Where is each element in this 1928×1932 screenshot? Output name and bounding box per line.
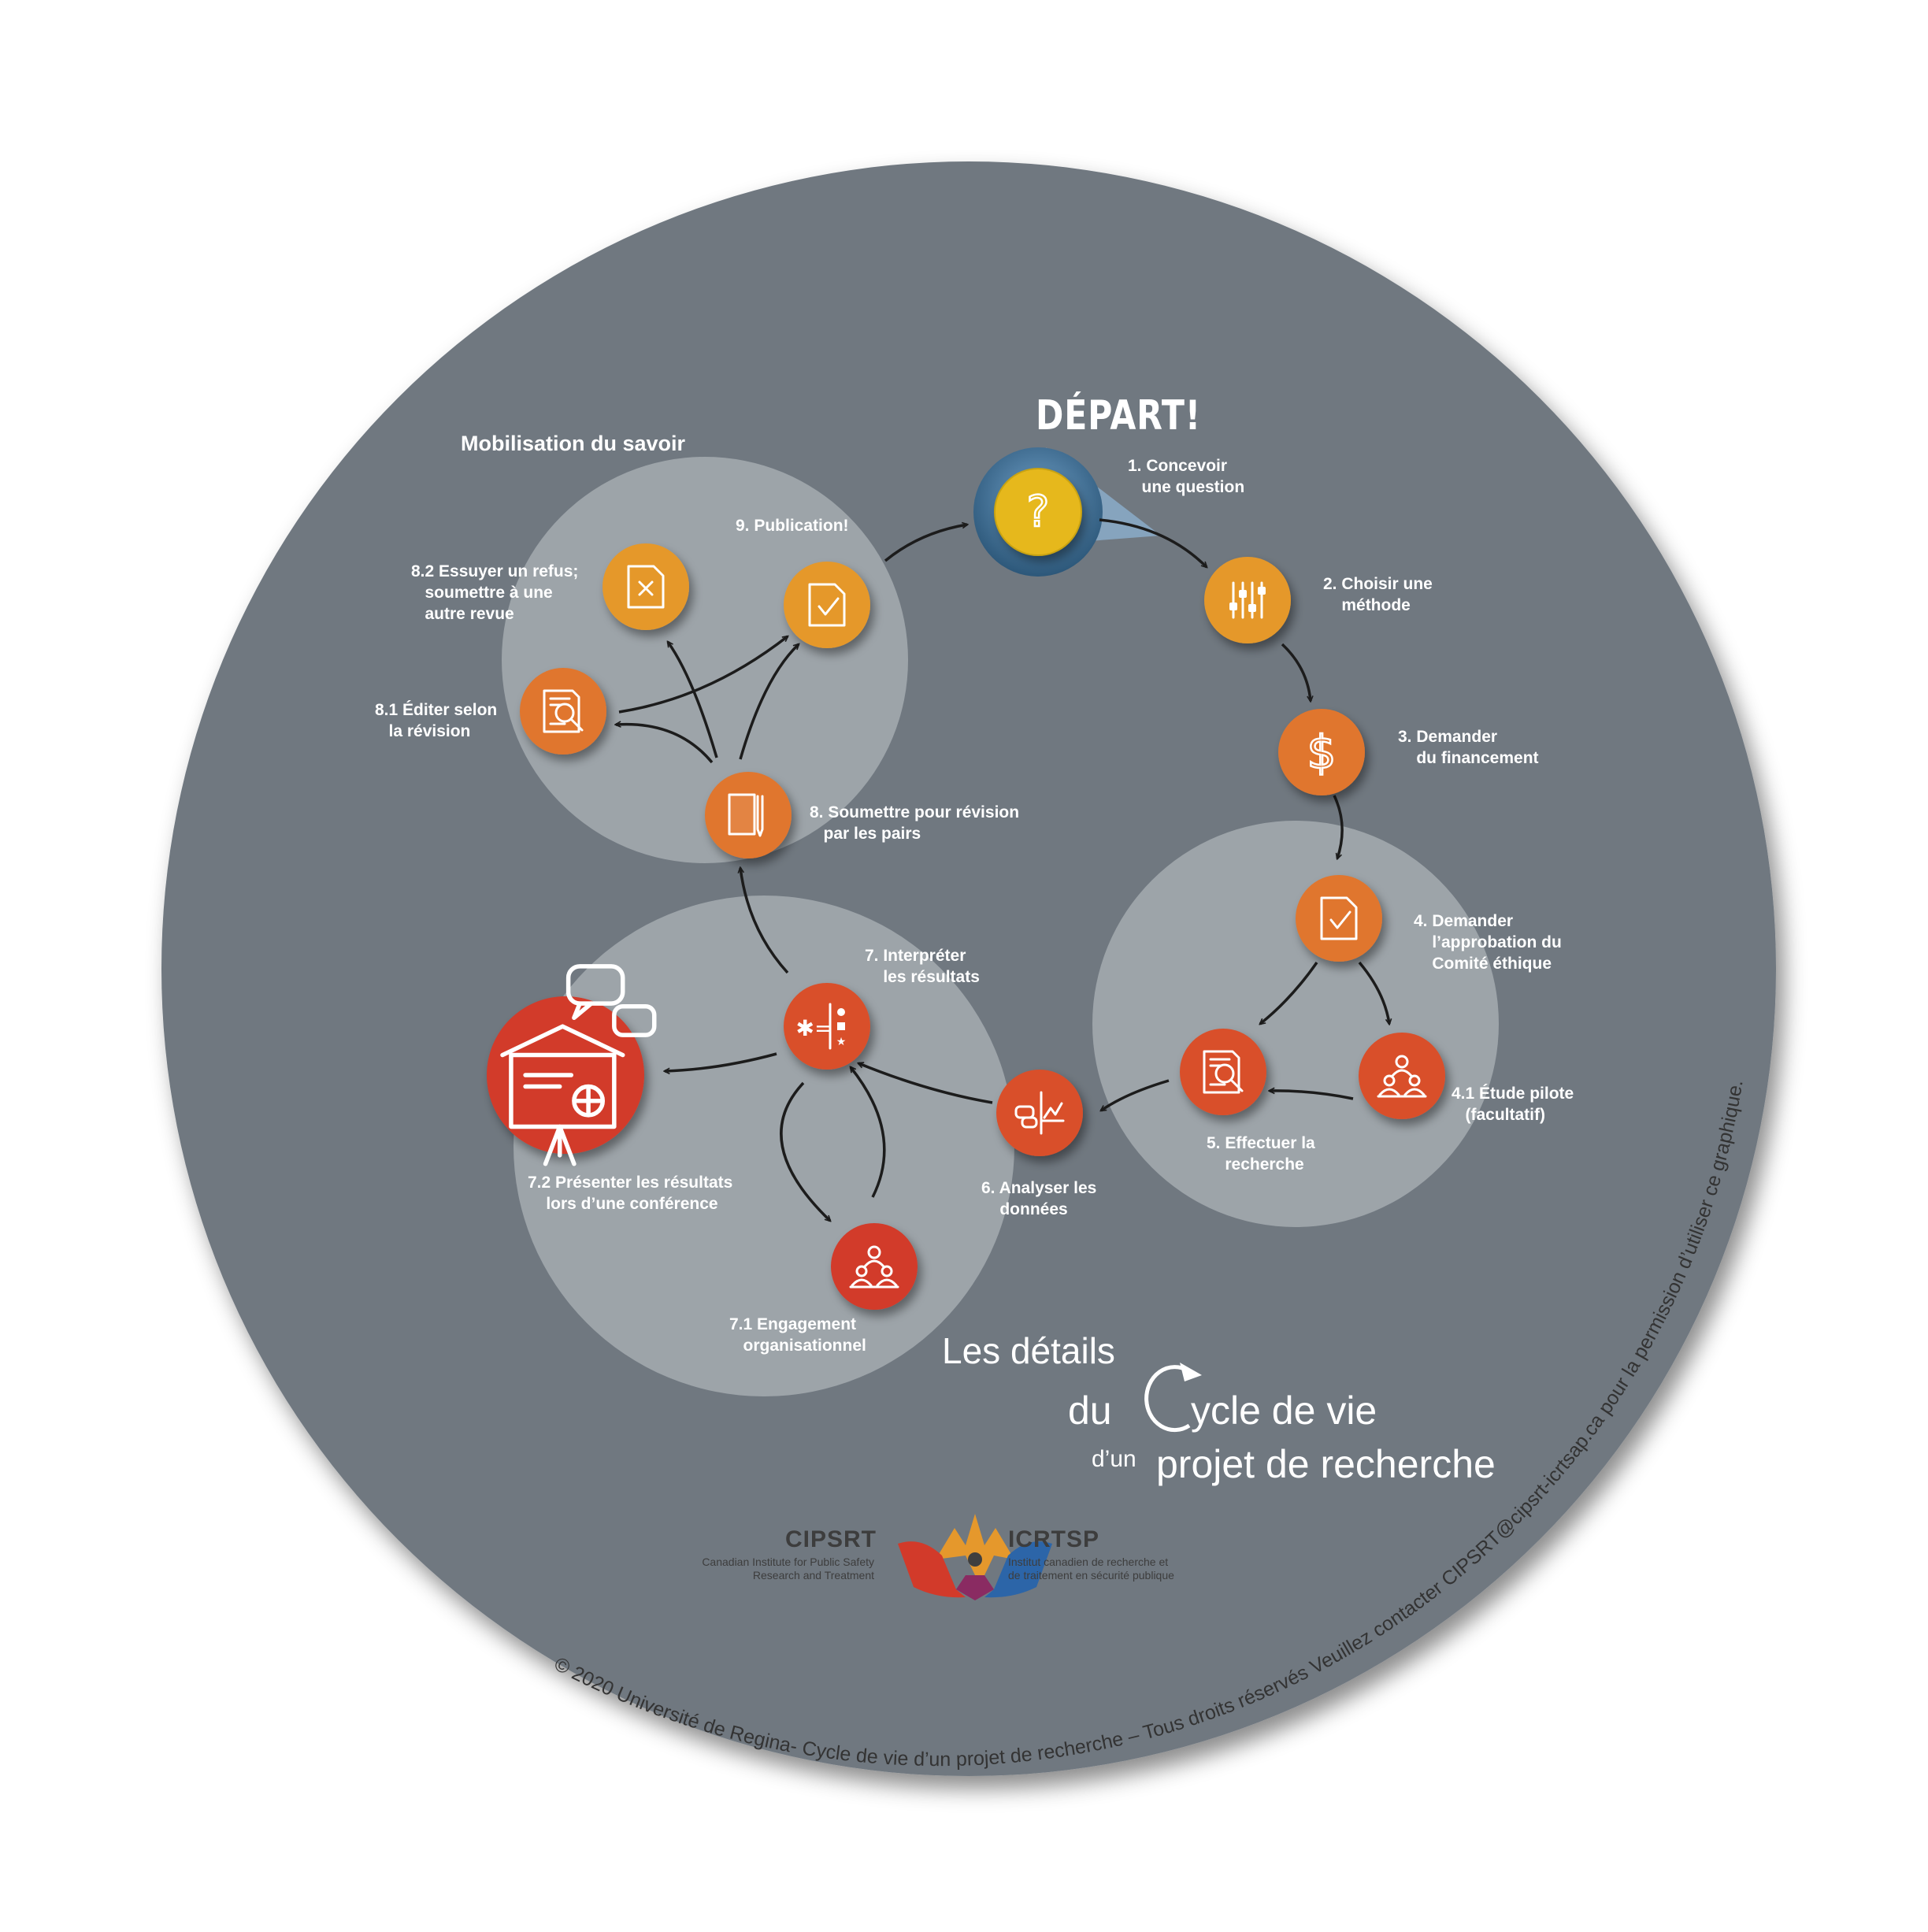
step-7-2-label: 7.2 Présenter les résultats lors d’une c… (528, 1174, 733, 1213)
step-9-label: 9. Publication! (736, 517, 849, 535)
ethics-research-disc (1092, 821, 1499, 1227)
logo-cipsrt-name: CIPSRT (785, 1526, 877, 1552)
title-cycle-de-vie: ycle de vie (1191, 1389, 1377, 1433)
step-3-label: 3. Demander du financement (1398, 728, 1539, 767)
svg-text:$: $ (1307, 725, 1337, 779)
title-du: du (1068, 1389, 1112, 1433)
arrow-5-to-6 (1101, 1079, 1170, 1111)
arrow-4-to-41 (1358, 961, 1389, 1024)
step-node-6 (996, 1070, 1083, 1156)
document-search-icon (1203, 1050, 1244, 1094)
step-7-label: 7. Interpréter les résultats (865, 947, 980, 986)
node-circle (1359, 1033, 1445, 1119)
step-node-5 (1180, 1029, 1266, 1115)
node-circle (784, 562, 870, 648)
arrow-2-to-3 (1281, 643, 1311, 701)
interpret-symbols-icon: ✱=★ (796, 1003, 847, 1050)
arrow-8-to-81 (616, 725, 714, 764)
arrow-41-to-5 (1270, 1091, 1354, 1100)
document-check-icon (1320, 896, 1358, 940)
step-node-4-1 (1359, 1033, 1445, 1119)
logo-cipsrt-subtitle: Canadian Institute for Public Safety Res… (702, 1556, 874, 1582)
cycle-letter-group (1139, 1353, 1210, 1444)
step-node-8-2 (602, 543, 689, 630)
arrow-81-to-9 (618, 636, 788, 714)
arrow-7-to-8 (740, 868, 789, 974)
analysis-chart-icon (1014, 1091, 1065, 1135)
node-circle (520, 668, 606, 755)
document-check-icon (808, 583, 846, 627)
node-circle (995, 469, 1081, 555)
step-node-4 (1296, 875, 1382, 962)
svg-text:?: ? (1027, 487, 1050, 536)
step-8-2-label: 8.2 Essuyer un refus; soumettre à une au… (411, 562, 579, 623)
step-node-8-1 (520, 668, 606, 755)
arrow-7-to-72 (665, 1052, 777, 1071)
group-icon (1377, 1055, 1427, 1098)
step-node-3: $ (1278, 709, 1365, 795)
node-circle (831, 1223, 918, 1310)
step-8-label: 8. Soumettre pour révision par les pairs (810, 803, 1020, 843)
flow-arrows (616, 518, 1389, 1221)
title-line-1: Les détails (942, 1330, 1115, 1371)
arrow-1-to-2 (1099, 518, 1207, 567)
step-node-1: ? (994, 468, 1082, 556)
document-search-icon (543, 689, 584, 733)
step-5-label: 5. Effectuer la recherche (1207, 1134, 1315, 1174)
step-node-8 (705, 772, 792, 858)
arrow-7-to-71 (780, 1081, 830, 1221)
presentation-board-icon (500, 964, 657, 1166)
step-1-label: 1. Concevoir une question (1128, 457, 1245, 496)
node-circle (996, 1070, 1083, 1156)
node-circle (1180, 1029, 1266, 1115)
arrow-3-to-4 (1333, 795, 1344, 858)
svg-text:✱=: ✱= (796, 1015, 833, 1041)
group-icon (849, 1245, 899, 1289)
step-8-1-label: 8.1 Éditer selon la révision (375, 701, 498, 740)
document-x-icon (627, 565, 665, 609)
step-4-label: 4. Demander l’approbation du Comité éthi… (1414, 912, 1562, 973)
svg-text:★: ★ (836, 1036, 847, 1048)
step-node-7: ✱=★ (784, 983, 870, 1070)
depart-heading: DÉPART! (1036, 392, 1202, 439)
knowledge-mobilisation-disc (502, 457, 908, 863)
arrow-71-to-7 (851, 1067, 886, 1198)
step-node-7-1 (831, 1223, 918, 1310)
question-icon: ? (1025, 486, 1050, 538)
step-node-9 (784, 562, 870, 648)
dollar-icon: $ (1306, 725, 1337, 781)
step-6-label: 6. Analyser les données (981, 1179, 1097, 1218)
logo-icrtsp-subtitle: Institut canadien de recherche et de tra… (1008, 1556, 1174, 1582)
arrow-8-to-9 (739, 644, 799, 760)
sliders-icon (1229, 581, 1266, 619)
title-line-3: projet de recherche (1156, 1442, 1496, 1486)
cycle-c-arrow-icon (1144, 1363, 1202, 1433)
arrow-8-to-82 (668, 642, 718, 758)
node-circle (1278, 709, 1365, 795)
maple-leaf-logo (898, 1514, 1052, 1600)
node-circle (1296, 875, 1382, 962)
section-title-knowledge-mobilisation: Mobilisation du savoir (461, 432, 686, 455)
arrow-4-to-5 (1260, 962, 1318, 1024)
arrow-9-to-1 (884, 525, 967, 562)
title-dun: d’un (1092, 1446, 1136, 1472)
step-node-2 (1204, 557, 1291, 643)
step-2-label: 2. Choisir une méthode (1323, 575, 1433, 614)
document-pencil-icon (728, 793, 764, 837)
logo-icrtsp-name: ICRTSP (1008, 1526, 1100, 1552)
node-circle (705, 772, 792, 858)
arrow-6-to-7 (858, 1063, 993, 1104)
node-circle (1204, 557, 1291, 643)
step-node-7-2 (487, 964, 657, 1166)
step-7-1-label: 7.1 Engagement organisationnel (729, 1315, 866, 1355)
node-circle (784, 983, 870, 1070)
step-4-1-label: 4.1 Étude pilote (facultatif) (1452, 1085, 1574, 1124)
